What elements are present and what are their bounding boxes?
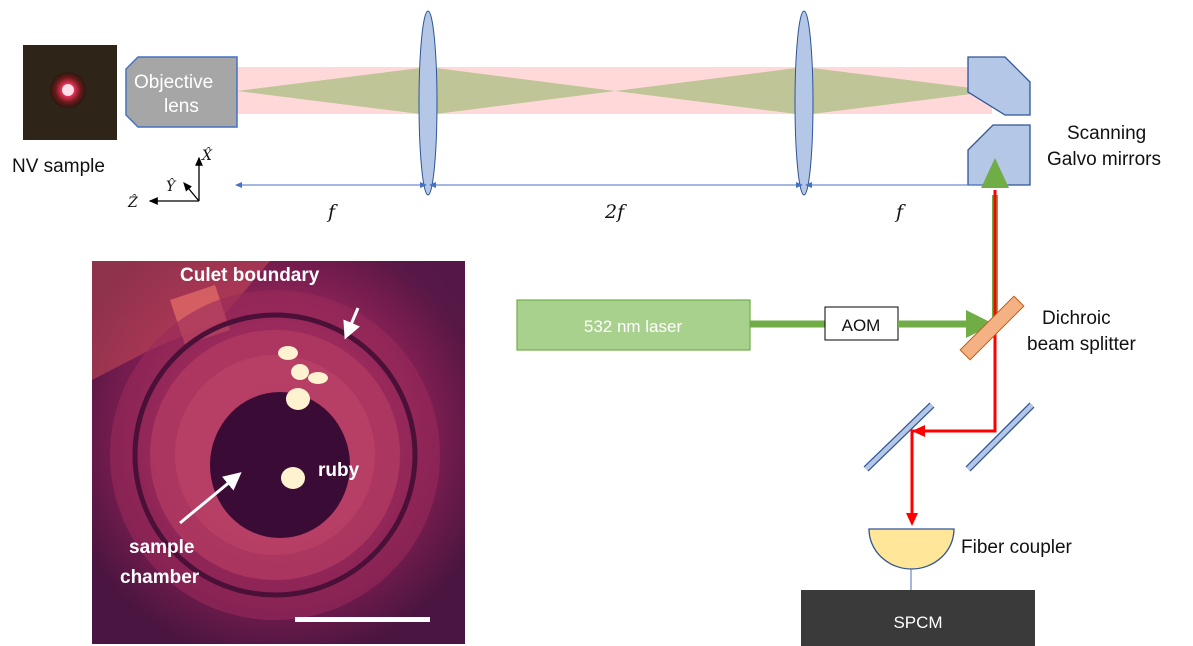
sample-chamber-label-line1: sample xyxy=(129,537,194,558)
lens-2 xyxy=(794,10,814,196)
objective-lens xyxy=(125,56,238,128)
dichroic-label-line1: Dichroic xyxy=(1042,308,1111,329)
ruby-label: ruby xyxy=(318,460,360,481)
green-beam-middle-2 xyxy=(615,67,804,115)
distance-f-left: f xyxy=(326,201,338,223)
culet-arrow xyxy=(343,307,360,340)
fiber-coupler xyxy=(868,528,955,570)
mirror-right-face xyxy=(966,403,1034,471)
coordinate-axes xyxy=(148,156,203,205)
green-beam-arrowhead-right xyxy=(966,310,994,338)
green-beam-middle xyxy=(428,67,615,115)
green-beam-cone-left xyxy=(237,67,428,115)
red-arrow-down xyxy=(906,513,918,526)
nv-sample-photo xyxy=(23,45,117,140)
green-beam-arrowhead-up xyxy=(981,158,1009,188)
mirror-left-face xyxy=(864,403,934,471)
spcm-label: SPCM xyxy=(893,613,942,632)
distance-f-right: f xyxy=(894,201,906,223)
objective-label-line2: lens xyxy=(164,96,199,117)
galvo-label-line2: Galvo mirrors xyxy=(1047,149,1161,170)
aom-label: AOM xyxy=(842,316,881,335)
fluorescence-micrograph xyxy=(92,261,465,644)
dichroic-beam-splitter xyxy=(959,295,1025,361)
scale-bar xyxy=(295,617,430,622)
culet-boundary-label: Culet boundary xyxy=(180,265,320,286)
distance-2f: 2f xyxy=(604,201,627,223)
dichroic-label-line2: beam splitter xyxy=(1027,334,1136,355)
laser-box xyxy=(516,299,751,351)
spcm-box xyxy=(801,590,1035,646)
nv-sample-label: NV sample xyxy=(12,156,105,177)
green-beam-cone-right xyxy=(804,67,995,115)
aom-box xyxy=(824,306,899,341)
red-collected-beam xyxy=(237,67,992,114)
galvo-mirror-bottom xyxy=(967,124,1031,186)
sample-chamber-label-line2: chamber xyxy=(120,567,200,588)
axis-y-label: Ŷ xyxy=(166,177,177,195)
red-beam-path xyxy=(910,420,997,445)
axis-x-label: X̂ xyxy=(201,146,213,164)
galvo-label-line1: Scanning xyxy=(1067,123,1146,144)
galvo-mirror-top xyxy=(967,56,1031,116)
red-arrow-left xyxy=(912,425,925,437)
laser-label: 532 nm laser xyxy=(584,317,683,336)
axis-z-label: Ẑ xyxy=(127,193,138,211)
objective-label-line1: Objective xyxy=(134,72,213,93)
fiber-coupler-label: Fiber coupler xyxy=(961,537,1073,558)
chamber-arrow xyxy=(179,472,242,525)
lens-1 xyxy=(418,10,438,196)
